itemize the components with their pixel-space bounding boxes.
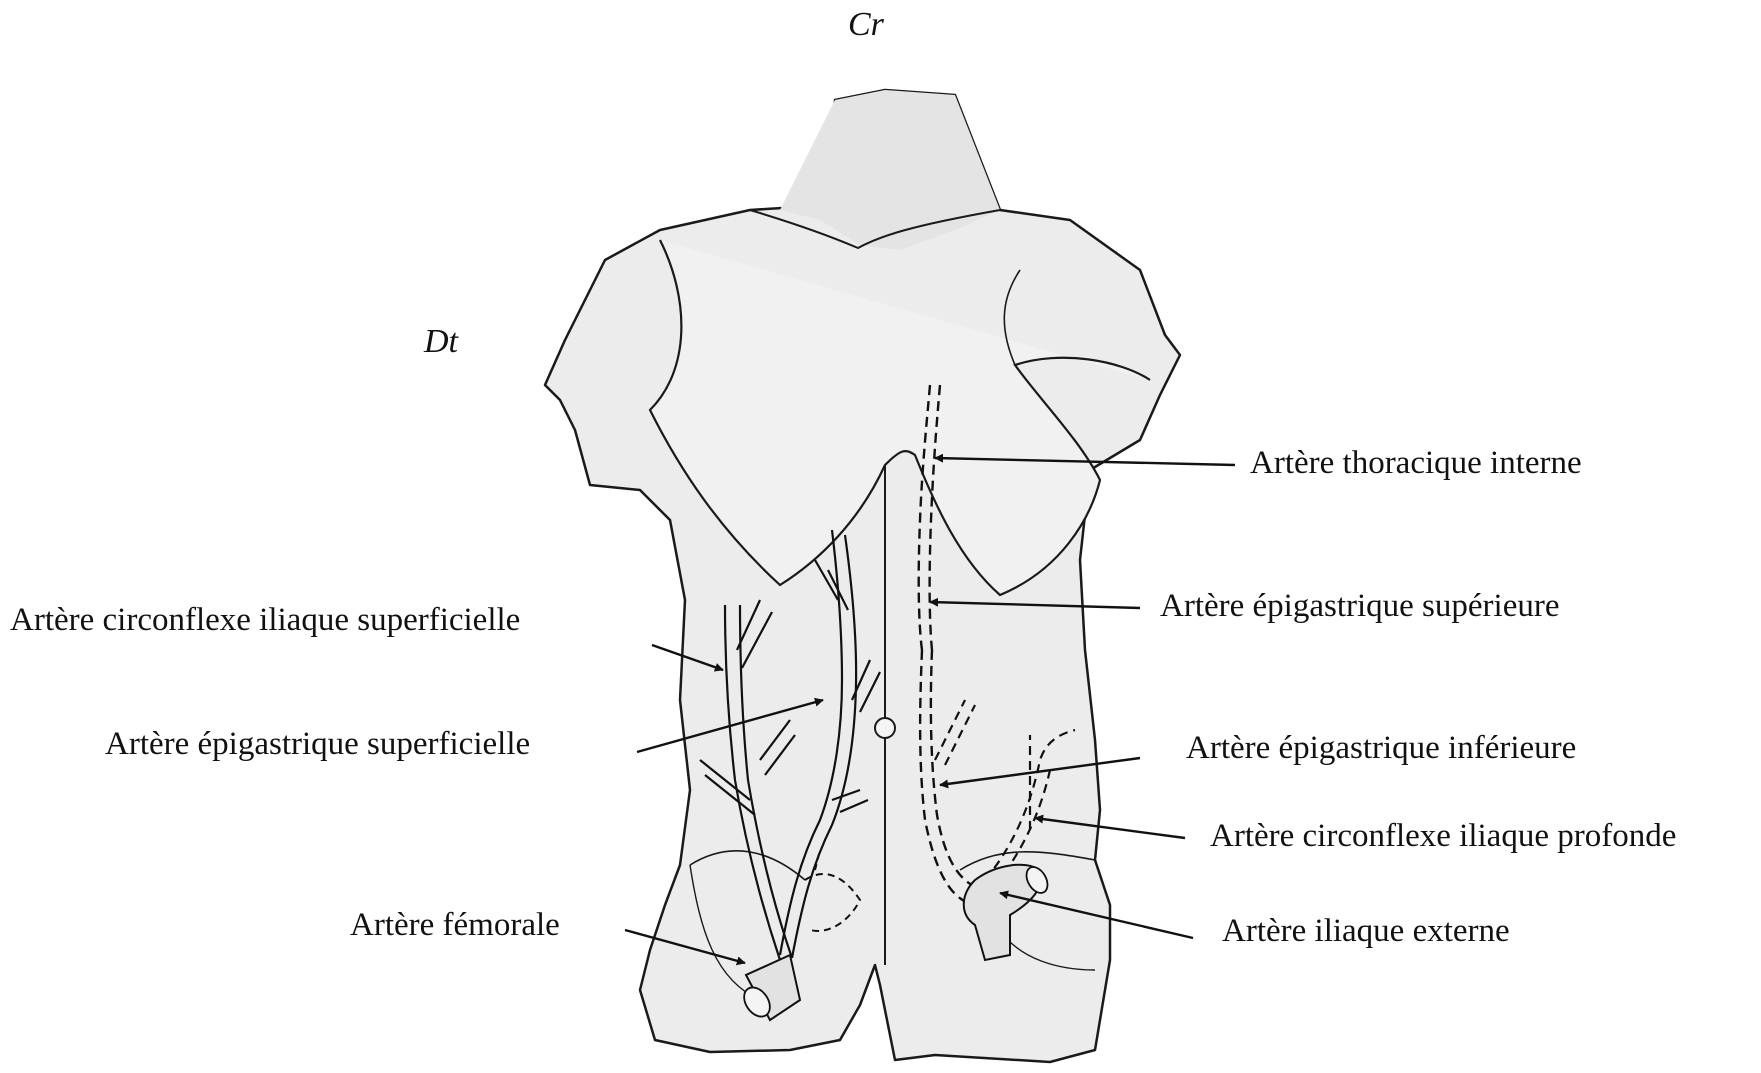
label-epigastrique-inferieure: Artère épigastrique inférieure — [1186, 732, 1576, 765]
orientation-cranial: Cr — [848, 8, 884, 42]
orientation-dorsal: Dt — [424, 325, 458, 359]
label-femorale: Artère fémorale — [350, 909, 560, 942]
label-circonflexe-profonde: Artère circonflexe iliaque profonde — [1210, 820, 1676, 853]
label-epigastrique-superficielle: Artère épigastrique superficielle — [105, 728, 530, 761]
label-epigastrique-superieure: Artère épigastrique supérieure — [1160, 590, 1559, 623]
label-thoracique-interne: Artère thoracique interne — [1250, 447, 1582, 480]
label-circonflexe-superficielle: Artère circonflexe iliaque superficielle — [10, 604, 520, 637]
label-iliaque-externe: Artère iliaque externe — [1222, 915, 1510, 948]
umbilicus — [875, 718, 895, 738]
